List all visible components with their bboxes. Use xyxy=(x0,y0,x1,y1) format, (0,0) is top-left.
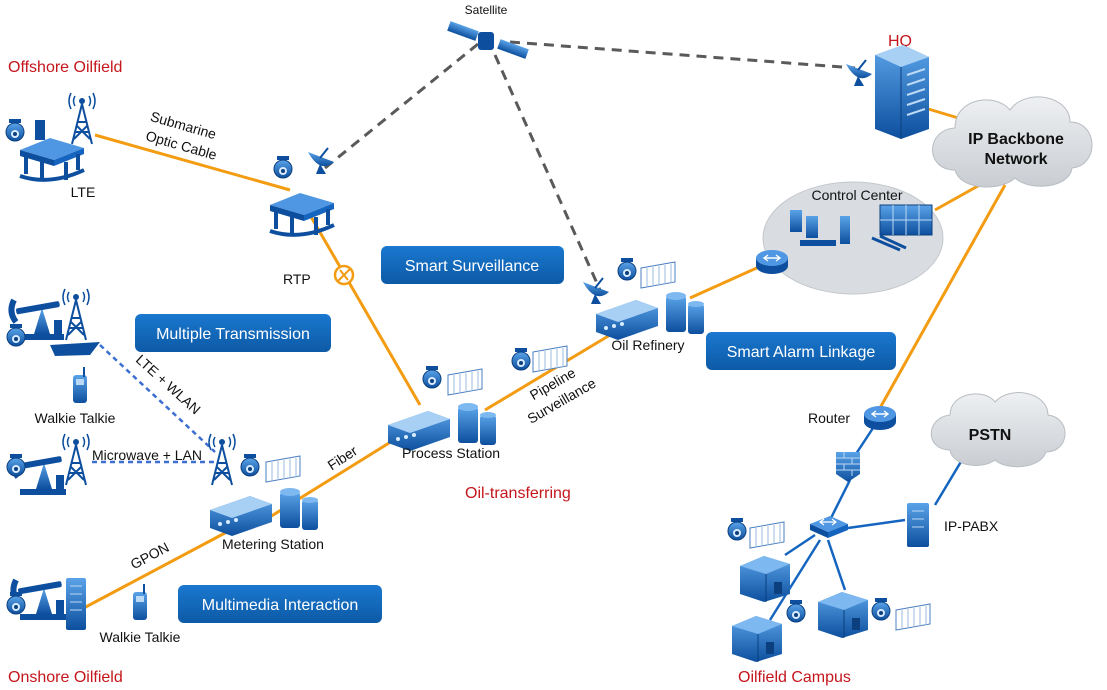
campus-camera-icon-2 xyxy=(871,597,891,621)
gpon-fiber xyxy=(79,523,241,612)
ip-backbone-label-2: Network xyxy=(984,151,1047,168)
pipeline-camera-icon xyxy=(511,347,531,371)
campus-fence-icon-1 xyxy=(749,521,785,549)
server-rack-icon xyxy=(790,210,850,246)
svg-text:Multimedia Interaction: Multimedia Interaction xyxy=(202,597,359,614)
svg-text:PSTN: PSTN xyxy=(969,427,1012,444)
metering-station-label: Metering Station xyxy=(222,536,324,552)
rtp-label: RTP xyxy=(283,271,311,287)
switch-house1-link xyxy=(784,533,816,557)
metering-tower-icon xyxy=(208,433,236,486)
hq-label: HQ xyxy=(888,33,912,50)
firewall-icon xyxy=(836,452,860,482)
switch-house2-link xyxy=(826,539,847,591)
region-offshore: Offshore Oilfield xyxy=(8,59,122,76)
refinery-camera-icon xyxy=(617,257,637,281)
onshore-camera-icon-2 xyxy=(6,453,26,477)
rtp-junction-icon xyxy=(333,264,355,286)
satellite-link-rtp xyxy=(324,42,479,170)
oil-refinery-label: Oil Refinery xyxy=(611,337,684,353)
switch-house3-link xyxy=(768,539,822,621)
svg-text:Smart Surveillance: Smart Surveillance xyxy=(405,258,539,275)
refinery-fence-icon xyxy=(640,261,676,289)
campus-house-3 xyxy=(731,599,806,663)
walkie-talkie-label-1: Walkie Talkie xyxy=(35,410,116,426)
campus-camera-icon-1 xyxy=(727,517,747,541)
gpon-label: GPON xyxy=(128,539,172,572)
control-backbone-fiber xyxy=(934,180,986,212)
hq-building-icon xyxy=(875,45,929,139)
pstn-cloud: PSTN xyxy=(930,392,1066,468)
oil-refinery xyxy=(582,257,704,340)
satellite-link-refinery xyxy=(493,54,602,291)
olt-cabinet-icon xyxy=(66,578,86,630)
metering-fence-icon xyxy=(265,455,301,483)
campus-house-2 xyxy=(817,591,931,639)
microwave-lan-label: Microwave + LAN xyxy=(92,447,202,463)
onshore-camera-icon-3 xyxy=(6,591,26,615)
onshore-camera-icon-1 xyxy=(6,323,26,347)
pill-smart-alarm-linkage: Smart Alarm Linkage xyxy=(706,332,896,370)
firewall-switch-link xyxy=(828,479,852,521)
pill-multiple-transmission: Multiple Transmission xyxy=(135,314,331,352)
hq-dish-icon xyxy=(845,59,873,87)
rtp-fiber xyxy=(308,214,422,406)
onshore-tower-icon-1 xyxy=(62,288,90,341)
refinery-dish-icon xyxy=(582,277,610,305)
pill-multimedia-interaction: Multimedia Interaction xyxy=(178,585,382,623)
control-center: Control Center xyxy=(762,181,944,295)
walkie-talkie-icon-1 xyxy=(73,367,87,403)
router-label: Router xyxy=(808,410,850,426)
metering-station xyxy=(208,433,318,536)
video-wall-icon xyxy=(871,204,933,252)
lte-tower-icon xyxy=(68,92,96,145)
offshore-camera-icon xyxy=(5,118,25,142)
submarine-cable xyxy=(94,133,291,192)
lte-label: LTE xyxy=(71,184,96,200)
campus-house-1 xyxy=(727,517,791,603)
process-camera-icon xyxy=(422,365,442,389)
walkie-talkie-label-2: Walkie Talkie xyxy=(100,629,181,645)
rtp-camera-icon xyxy=(273,155,293,179)
rtp-dish-icon xyxy=(307,147,335,175)
backbone-router-fiber xyxy=(878,184,1007,409)
satellite-icon xyxy=(447,21,529,59)
onshore-tower-icon-2 xyxy=(62,433,90,486)
svg-text:Smart Alarm Linkage: Smart Alarm Linkage xyxy=(727,344,876,361)
pabx-pstn-link xyxy=(933,454,967,506)
walkie-talkie-icon-2 xyxy=(133,584,147,620)
control-center-router-icon xyxy=(755,249,789,275)
region-oil-transferring: Oil-transferring xyxy=(465,485,571,502)
campus-switch-icon xyxy=(810,516,848,538)
fiber-label: Fiber xyxy=(325,442,361,473)
ip-pabx-icon xyxy=(907,503,929,547)
campus-camera-icon-3 xyxy=(786,599,806,623)
lte-platform xyxy=(5,92,96,182)
satellite-label: Satellite xyxy=(465,3,508,17)
onshore-site-1 xyxy=(6,288,100,356)
campus-fence-icon-2 xyxy=(895,603,931,631)
svg-text:Multiple Transmission: Multiple Transmission xyxy=(156,326,310,343)
rtp-platform xyxy=(268,147,336,237)
satellite-link-hq xyxy=(509,40,856,70)
region-onshore: Onshore Oilfield xyxy=(8,669,123,686)
region-campus: Oilfield Campus xyxy=(738,669,851,686)
pipeline-fiber xyxy=(484,333,611,412)
ip-pabx-label: IP-PABX xyxy=(944,518,999,534)
control-center-label: Control Center xyxy=(811,187,902,203)
onshore-site-3 xyxy=(6,578,86,630)
process-station-label: Process Station xyxy=(402,445,500,461)
ip-backbone-cloud: IP Backbone Network xyxy=(932,96,1093,188)
pill-smart-surveillance: Smart Surveillance xyxy=(381,246,564,284)
process-fence-icon xyxy=(447,368,483,396)
metering-camera-icon xyxy=(240,453,260,477)
ip-backbone-label-1: IP Backbone xyxy=(968,131,1064,148)
campus-router-icon xyxy=(863,405,897,431)
onshore-site-2 xyxy=(6,433,90,495)
switch-pabx-link xyxy=(847,518,906,530)
lte-wlan-link xyxy=(99,344,216,453)
